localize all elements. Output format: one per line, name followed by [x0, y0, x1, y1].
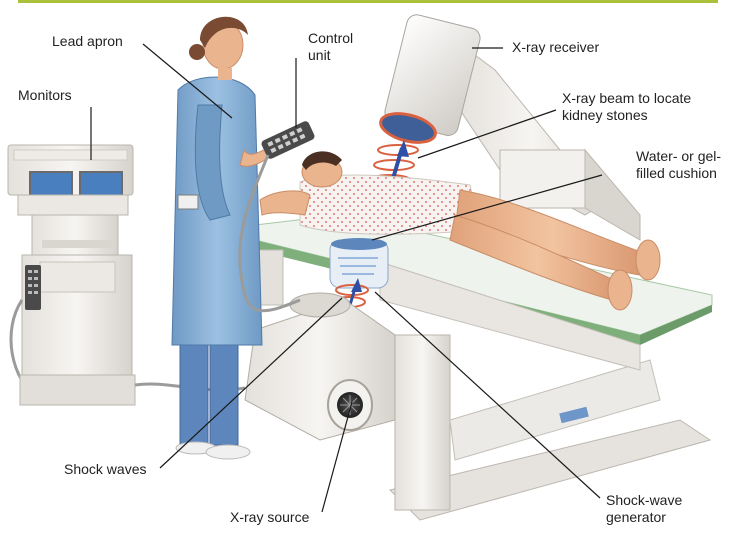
label-lead-apron: Lead apron: [52, 33, 123, 50]
label-shock-wave-generator: Shock-wave generator: [606, 492, 682, 526]
top-border: [18, 0, 718, 3]
label-shock-waves: Shock waves: [64, 461, 146, 478]
label-xray-beam: X-ray beam to locate kidney stones: [562, 90, 691, 124]
label-xray-source: X-ray source: [230, 509, 309, 526]
shock-wave-generator: [245, 293, 395, 440]
label-xray-receiver: X-ray receiver: [512, 39, 599, 56]
label-monitors: Monitors: [18, 87, 72, 104]
label-control-unit: Control unit: [308, 30, 353, 64]
label-cushion: Water- or gel- filled cushion: [636, 148, 721, 182]
cushion: [330, 238, 388, 288]
